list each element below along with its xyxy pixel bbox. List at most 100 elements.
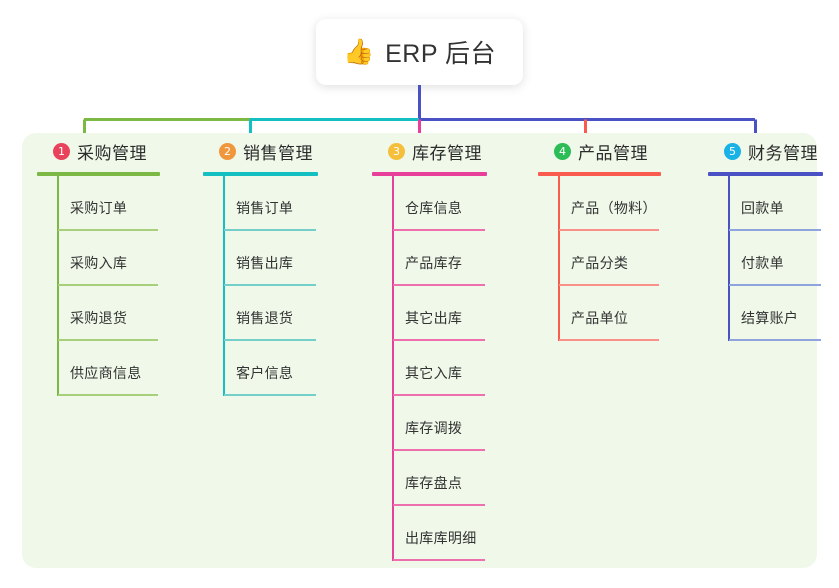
leaf-item[interactable]: 采购订单 [37,176,165,231]
root-title: ERP 后台 [385,40,497,68]
column-rule [203,172,318,176]
leaf-item[interactable]: 其它入库 [372,341,492,396]
leaf-item[interactable]: 库存盘点 [372,451,492,506]
column-spine [57,176,59,396]
leaf-rule [393,394,485,396]
leaf-label: 采购退货 [70,310,128,326]
leaf-label: 产品单位 [571,310,629,326]
column-header[interactable]: 5 财务管理 [708,133,828,169]
column-number-badge: 4 [554,142,571,160]
leaf-rule [559,284,659,286]
leaf-label: 产品库存 [405,255,463,271]
leaf-item[interactable]: 出库库明细 [372,506,492,561]
leaf-label: 其它入库 [405,365,463,381]
leaf-label: 库存盘点 [405,475,463,491]
leaf-rule [559,339,659,341]
column-header[interactable]: 3 库存管理 [372,133,492,169]
root-node[interactable]: 👍 ERP 后台 [316,19,523,85]
leaf-rule [224,339,316,341]
leaf-item[interactable]: 采购入库 [37,231,165,286]
leaf-list: 回款单付款单结算账户 [708,176,828,341]
leaf-label: 其它出库 [405,310,463,326]
leaf-list: 销售订单销售出库销售退货客户信息 [203,176,323,396]
leaf-rule [729,229,821,231]
leaf-label: 付款单 [741,255,784,271]
leaf-item[interactable]: 付款单 [708,231,828,286]
leaf-item[interactable]: 回款单 [708,176,828,231]
leaf-rule [58,284,158,286]
column-rule [708,172,823,176]
leaf-item[interactable]: 产品库存 [372,231,492,286]
column-spine [728,176,730,341]
leaf-label: 结算账户 [741,310,799,326]
leaf-list: 产品（物料） 产品分类产品单位 [538,176,666,341]
column-销售管理: 2 销售管理销售订单销售出库销售退货客户信息 [203,133,323,396]
leaf-label: 回款单 [741,200,784,216]
leaf-item[interactable]: 采购退货 [37,286,165,341]
leaf-label: 供应商信息 [70,365,142,381]
leaf-item[interactable]: 客户信息 [203,341,323,396]
column-number-badge: 2 [219,142,236,160]
leaf-rule [729,339,821,341]
leaf-item[interactable]: 结算账户 [708,286,828,341]
column-spine [392,176,394,561]
column-title: 销售管理 [243,143,313,163]
diagram-panel [22,133,817,568]
leaf-item[interactable]: 库存调拨 [372,396,492,451]
column-spine [558,176,560,341]
thumbs-up-icon: 👍 [342,37,375,66]
column-number-badge: 3 [388,142,405,160]
leaf-rule [393,339,485,341]
leaf-item[interactable]: 产品单位 [538,286,666,341]
leaf-item[interactable]: 仓库信息 [372,176,492,231]
leaf-label: 产品分类 [571,255,629,271]
leaf-rule [393,504,485,506]
leaf-item[interactable]: 供应商信息 [37,341,165,396]
leaf-item[interactable]: 销售订单 [203,176,323,231]
leaf-rule [58,339,158,341]
leaf-label: 客户信息 [236,365,294,381]
column-number-badge: 1 [53,142,70,160]
leaf-list: 采购订单采购入库采购退货供应商信息 [37,176,165,396]
leaf-rule [224,229,316,231]
leaf-rule [393,284,485,286]
leaf-item[interactable]: 销售出库 [203,231,323,286]
leaf-rule [58,229,158,231]
column-rule [538,172,661,176]
leaf-rule [393,559,485,561]
leaf-item[interactable]: 其它出库 [372,286,492,341]
column-采购管理: 1 采购管理采购订单采购入库采购退货供应商信息 [37,133,165,396]
leaf-list: 仓库信息产品库存其它出库其它入库库存调拨库存盘点出库库明细 [372,176,492,561]
leaf-label: 采购入库 [70,255,128,271]
leaf-rule [224,394,316,396]
leaf-rule [58,394,158,396]
leaf-rule [729,284,821,286]
column-number-badge: 5 [724,142,741,160]
leaf-label: 销售出库 [236,255,294,271]
leaf-item[interactable]: 销售退货 [203,286,323,341]
leaf-rule [224,284,316,286]
column-财务管理: 5 财务管理回款单付款单结算账户 [708,133,828,341]
leaf-label: 销售订单 [236,200,294,216]
column-库存管理: 3 库存管理仓库信息产品库存其它出库其它入库库存调拨库存盘点出库库明细 [372,133,492,561]
columns-container: 1 采购管理采购订单采购入库采购退货供应商信息 2 销售管理销售订单销售出库销售退货客… [22,133,823,568]
column-title: 财务管理 [748,143,818,163]
leaf-item[interactable]: 产品（物料） [538,176,666,231]
column-rule [37,172,160,176]
leaf-rule [559,229,659,231]
column-title: 库存管理 [412,143,482,163]
leaf-item[interactable]: 产品分类 [538,231,666,286]
column-title: 采购管理 [77,143,147,163]
leaf-rule [393,449,485,451]
column-spine [223,176,225,396]
leaf-label: 销售退货 [236,310,294,326]
leaf-label: 仓库信息 [405,200,463,216]
leaf-label: 采购订单 [70,200,128,216]
leaf-label: 库存调拨 [405,420,463,436]
leaf-label: 产品（物料） [571,200,657,216]
column-header[interactable]: 1 采购管理 [37,133,165,169]
column-header[interactable]: 2 销售管理 [203,133,323,169]
leaf-label: 出库库明细 [405,530,477,546]
